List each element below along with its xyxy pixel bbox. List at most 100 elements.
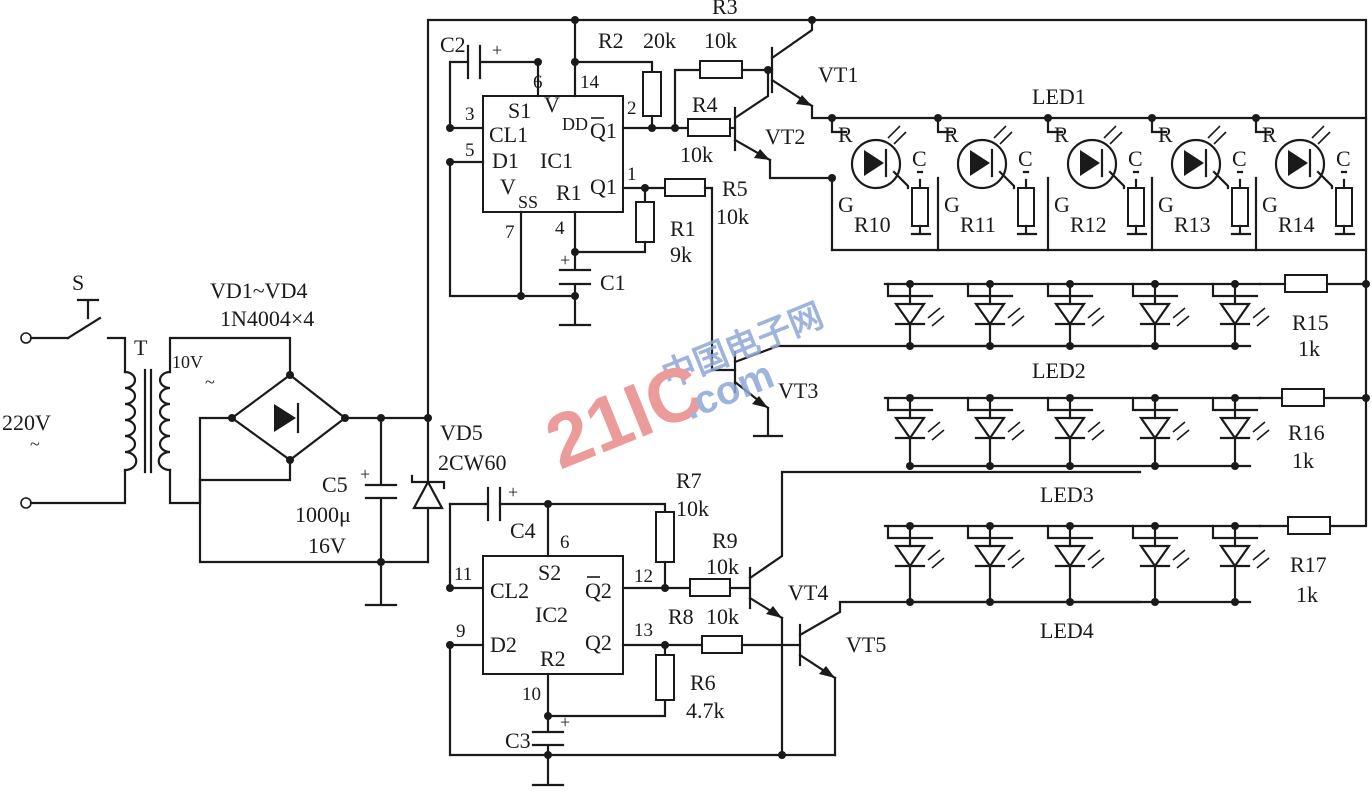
- vt3-label: VT3: [778, 378, 818, 403]
- rgb-pin-c: C: [912, 146, 927, 171]
- ic1-r1: R1: [556, 180, 582, 205]
- ic2-pin6: 6: [560, 532, 570, 553]
- rgb-pin-c: C: [1128, 146, 1143, 171]
- transformer: [123, 336, 292, 505]
- ic1-pin4: 4: [555, 218, 565, 239]
- r8-name: R8: [668, 604, 694, 629]
- ic1-d1: D1: [492, 148, 519, 173]
- ic1-pin2: 2: [627, 98, 637, 119]
- rgb-pin-g: G: [1262, 192, 1278, 217]
- c3-plus: +: [560, 712, 570, 732]
- r3-name: R3: [712, 0, 738, 19]
- r15-name: R15: [1292, 310, 1329, 335]
- ic1-s1: S1: [508, 98, 531, 123]
- rgb-resistor-label: R11: [960, 212, 996, 237]
- transistor-vt1: [770, 16, 1368, 120]
- r9-value: 10k: [706, 554, 739, 579]
- r4-value: 10k: [680, 142, 713, 167]
- r2-name: R2: [598, 28, 624, 53]
- rgb-pin-g: G: [944, 192, 960, 217]
- ic2-q2: Q2: [585, 630, 612, 655]
- r16-value: 1k: [1292, 448, 1314, 473]
- led2-label: LED2: [1032, 358, 1086, 383]
- rgb-pin-c: C: [1232, 146, 1247, 171]
- mains-input: [20, 298, 127, 509]
- rgb-pin-c: C: [1018, 146, 1033, 171]
- bridge-part: 1N4004×4: [220, 306, 314, 331]
- r7-value: 10k: [676, 496, 709, 521]
- r1-name: R1: [670, 216, 696, 241]
- ic2-name: IC2: [535, 602, 568, 627]
- c4-name: C4: [510, 518, 536, 543]
- ic1-pin1: 1: [627, 164, 637, 185]
- rgb-pin-r: R: [1054, 122, 1069, 147]
- zener-vd5: [410, 18, 1368, 564]
- bridge-rectifier: [198, 371, 430, 564]
- resistor-r5: [664, 178, 737, 372]
- rgb-pin-g: G: [1054, 192, 1070, 217]
- resistor-r6: [655, 643, 675, 701]
- switch-label: S: [72, 270, 84, 295]
- c5-voltage: 16V: [308, 533, 346, 558]
- r1-value: 9k: [670, 242, 692, 267]
- vt5-label: VT5: [846, 632, 886, 657]
- r4-name: R4: [692, 92, 718, 117]
- r16-name: R16: [1288, 420, 1325, 445]
- resistor-r3: [673, 60, 774, 130]
- ic2-pin9: 9: [456, 621, 466, 642]
- rgb-pin-r: R: [1262, 122, 1277, 147]
- vd5-part: 2CW60: [438, 450, 506, 475]
- ic2-pin11: 11: [454, 564, 472, 585]
- c5-value: 1000μ: [295, 502, 351, 527]
- secondary-voltage-label: 10V: [172, 352, 203, 372]
- led-string: [883, 280, 1270, 350]
- c1-name: C1: [600, 270, 626, 295]
- capacitor-c3: [531, 714, 565, 787]
- c2-name: C2: [440, 32, 466, 57]
- vt4-label: VT4: [788, 580, 828, 605]
- rgb-pin-r: R: [1158, 122, 1173, 147]
- c4-plus: +: [508, 482, 518, 502]
- r5-name: R5: [722, 176, 748, 201]
- r17-name: R17: [1290, 552, 1327, 577]
- bridge-name: VD1~VD4: [210, 278, 307, 303]
- r7-name: R7: [676, 468, 702, 493]
- ic2-pin12: 12: [634, 566, 653, 587]
- resistor-r1: [571, 184, 667, 256]
- vd5-name: VD5: [440, 420, 483, 445]
- r6-name: R6: [690, 670, 716, 695]
- ic2-pin13: 13: [634, 620, 653, 641]
- rgb-pin-r: R: [944, 122, 959, 147]
- r8-value: 10k: [706, 604, 739, 629]
- vt1-label: VT1: [818, 62, 858, 87]
- rgb-resistor-label: R10: [854, 212, 891, 237]
- ic1-block: [446, 16, 624, 300]
- resistor-r15: [1258, 274, 1368, 293]
- c5-name: C5: [322, 472, 348, 497]
- ic2-r2: R2: [540, 646, 566, 671]
- ic1-pin3: 3: [465, 104, 475, 125]
- ic1-q1: Q1: [590, 174, 617, 199]
- ic1-pin14: 14: [580, 72, 600, 93]
- ic2-q2-bar: Q2: [585, 578, 612, 603]
- ic1-name: IC1: [540, 148, 573, 173]
- resistor-r8: [621, 635, 802, 654]
- rgb-pin-r: R: [838, 122, 853, 147]
- rgb-pin-g: G: [1158, 192, 1174, 217]
- transistor-vt4: [748, 470, 1142, 759]
- resistor-r4: [687, 118, 737, 137]
- capacitor-c1: [558, 250, 592, 327]
- led-strings: [883, 280, 1270, 606]
- ic2-cl2: CL2: [490, 578, 529, 603]
- rgb-resistor-label: R13: [1174, 212, 1211, 237]
- r2-value: 20k: [643, 28, 676, 53]
- resistor-r9: [621, 578, 752, 597]
- c2-plus: +: [492, 40, 502, 60]
- resistor-r16: [1258, 388, 1368, 407]
